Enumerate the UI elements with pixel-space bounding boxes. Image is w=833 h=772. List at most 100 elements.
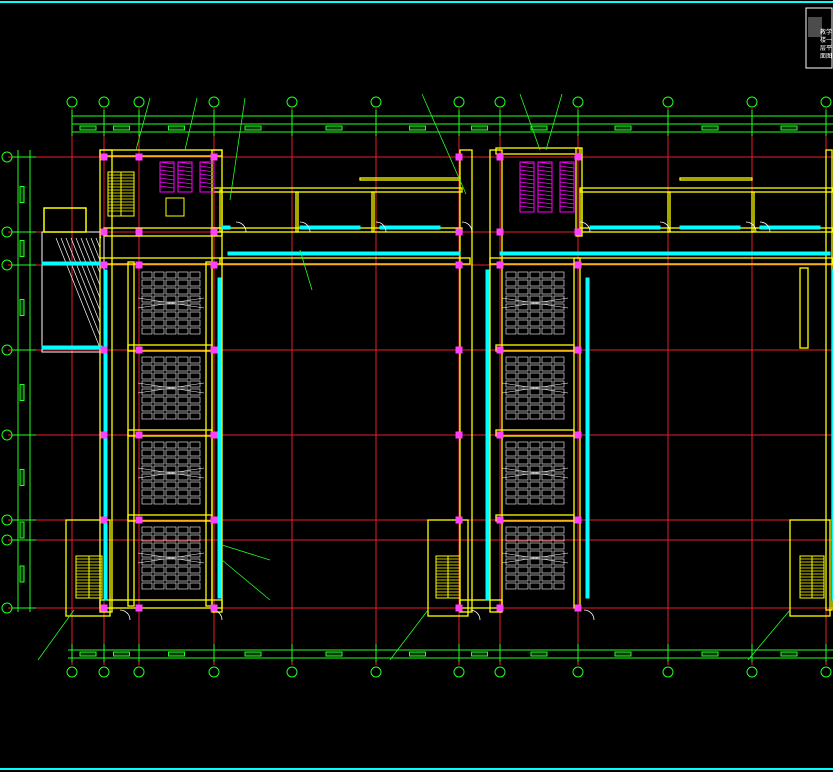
title-block-text-line: 层平 xyxy=(820,45,832,52)
desk xyxy=(529,566,541,574)
desk xyxy=(505,295,517,303)
desk xyxy=(505,404,517,412)
desk xyxy=(165,364,177,372)
desk xyxy=(529,380,541,388)
dimension-label-mark xyxy=(701,125,719,131)
desk xyxy=(177,489,189,497)
desk xyxy=(141,380,153,388)
desk xyxy=(553,497,565,505)
desk xyxy=(153,412,165,420)
toilet-stall xyxy=(159,161,175,193)
desk xyxy=(529,364,541,372)
wall-segment xyxy=(799,267,809,349)
axis-bubble-top xyxy=(820,96,832,108)
toilet-mark xyxy=(177,181,193,185)
structural-column xyxy=(135,346,143,354)
leader-line xyxy=(229,97,246,201)
desk xyxy=(153,271,165,279)
toilet-mark xyxy=(519,205,535,209)
dimension-label-mark xyxy=(701,651,719,657)
desk xyxy=(505,465,517,473)
toilet-stall xyxy=(199,161,215,193)
desk xyxy=(517,489,529,497)
desk xyxy=(541,279,553,287)
leader-lines xyxy=(37,93,791,661)
structural-column xyxy=(100,228,108,236)
axis-bubble-top xyxy=(572,96,584,108)
hatch-line xyxy=(90,237,101,261)
desk xyxy=(553,489,565,497)
toilet-mark xyxy=(559,201,575,205)
desk xyxy=(189,489,201,497)
toilet-mark xyxy=(537,169,553,173)
structural-column xyxy=(574,153,582,161)
structural-column xyxy=(455,604,463,612)
structural-column xyxy=(496,228,504,236)
toilet-mark xyxy=(537,177,553,181)
desk xyxy=(153,396,165,404)
desk xyxy=(153,566,165,574)
desk xyxy=(541,319,553,327)
structural-column xyxy=(135,261,143,269)
toilet-mark xyxy=(519,173,535,177)
dimension-label-mark xyxy=(168,651,185,657)
dimension-label-mark xyxy=(780,651,798,657)
toilet-mark xyxy=(559,193,575,197)
toilet-mark xyxy=(559,189,575,193)
desk xyxy=(529,481,541,489)
desk xyxy=(505,388,517,396)
desk xyxy=(177,526,189,534)
structural-column xyxy=(210,516,218,524)
dimension-label-mark xyxy=(409,125,426,131)
desk xyxy=(153,558,165,566)
desk xyxy=(165,582,177,590)
toilet-stall xyxy=(519,161,535,213)
title-block-hatch xyxy=(808,17,822,37)
desk xyxy=(505,364,517,372)
desk xyxy=(141,396,153,404)
toilet-stall xyxy=(537,161,553,213)
axis-bubble-bottom xyxy=(370,666,382,678)
wall-segment xyxy=(65,519,111,617)
desk xyxy=(189,271,201,279)
leader-line xyxy=(389,609,429,661)
desk xyxy=(529,287,541,295)
desk xyxy=(517,465,529,473)
desk xyxy=(529,582,541,590)
desk xyxy=(529,534,541,542)
desk xyxy=(177,327,189,335)
desk xyxy=(165,566,177,574)
structural-column xyxy=(135,604,143,612)
door-swing xyxy=(461,221,473,233)
desk xyxy=(189,497,201,505)
classroom-diagonal xyxy=(137,467,205,479)
desk xyxy=(177,582,189,590)
desk xyxy=(141,526,153,534)
desk xyxy=(505,497,517,505)
desk xyxy=(553,404,565,412)
desk xyxy=(177,319,189,327)
axis-bubble-bottom xyxy=(98,666,110,678)
desk xyxy=(153,441,165,449)
desk xyxy=(553,364,565,372)
desk xyxy=(141,566,153,574)
desk xyxy=(517,449,529,457)
desk xyxy=(505,412,517,420)
desk xyxy=(505,558,517,566)
wall-segment xyxy=(495,514,575,522)
wall-segment xyxy=(211,187,463,193)
axis-bubble-left xyxy=(1,429,13,441)
desk xyxy=(189,473,201,481)
desk xyxy=(141,457,153,465)
toilet-mark xyxy=(519,181,535,185)
desk xyxy=(529,279,541,287)
desk xyxy=(505,372,517,380)
desk xyxy=(505,356,517,364)
axis-bubble-bottom xyxy=(662,666,674,678)
desk xyxy=(553,303,565,311)
structural-column xyxy=(455,228,463,236)
desk xyxy=(541,558,553,566)
desk xyxy=(189,465,201,473)
desk xyxy=(517,364,529,372)
door-swing xyxy=(469,609,481,621)
